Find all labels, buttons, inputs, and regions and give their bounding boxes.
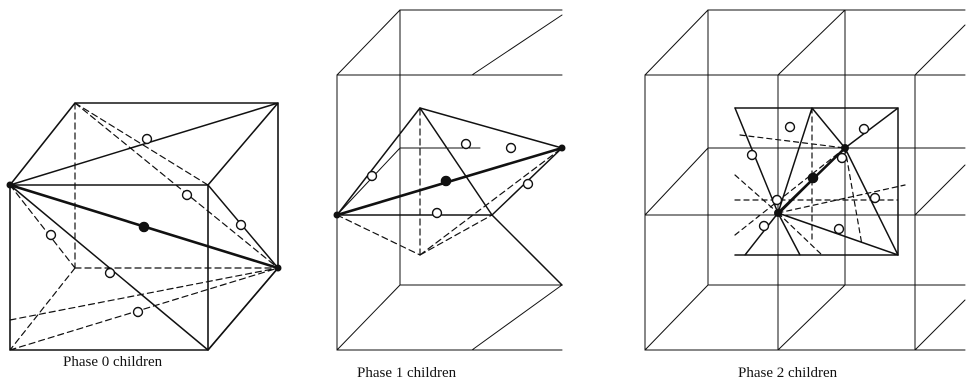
phase-2-grid-frame: [644, 9, 966, 351]
open-point: [141, 133, 153, 145]
phase-2-hidden-edges: [734, 107, 906, 256]
open-point: [833, 223, 845, 235]
vertex-dot: [774, 209, 782, 217]
phase-2-caption: Phase 2 children: [738, 365, 838, 381]
filled-center-markers: [6, 144, 849, 272]
open-point: [522, 178, 534, 190]
vertex-dot: [6, 181, 14, 189]
phase-0-caption: Phase 0 children: [63, 354, 163, 370]
open-point: [132, 306, 144, 318]
open-point: [45, 229, 57, 241]
open-midpoint-markers: [45, 121, 881, 318]
open-point: [366, 170, 378, 182]
open-point: [758, 220, 770, 232]
phase-0-diagram: [8, 102, 280, 351]
open-point: [858, 123, 870, 135]
open-point: [235, 219, 247, 231]
phase-1-hidden-edges: [336, 107, 563, 256]
open-point: [505, 142, 517, 154]
center-point: [440, 175, 452, 187]
open-point: [181, 189, 193, 201]
center-point: [138, 221, 150, 233]
vertex-dot: [274, 264, 282, 272]
open-point: [460, 138, 472, 150]
vertex-dot: [841, 144, 849, 152]
open-point: [746, 149, 758, 161]
phase-2-diagram: [644, 9, 966, 351]
open-point: [836, 152, 848, 164]
phase-1-octahedron: [335, 107, 564, 286]
open-point: [869, 192, 881, 204]
phase-1-diagram: [335, 9, 564, 351]
center-point: [807, 172, 819, 184]
phase-1-caption: Phase 1 children: [357, 365, 457, 381]
vertex-dot: [333, 211, 341, 219]
open-point: [431, 207, 443, 219]
open-point: [784, 121, 796, 133]
open-point: [104, 267, 116, 279]
vertex-dot: [558, 144, 566, 152]
open-point: [771, 194, 783, 206]
